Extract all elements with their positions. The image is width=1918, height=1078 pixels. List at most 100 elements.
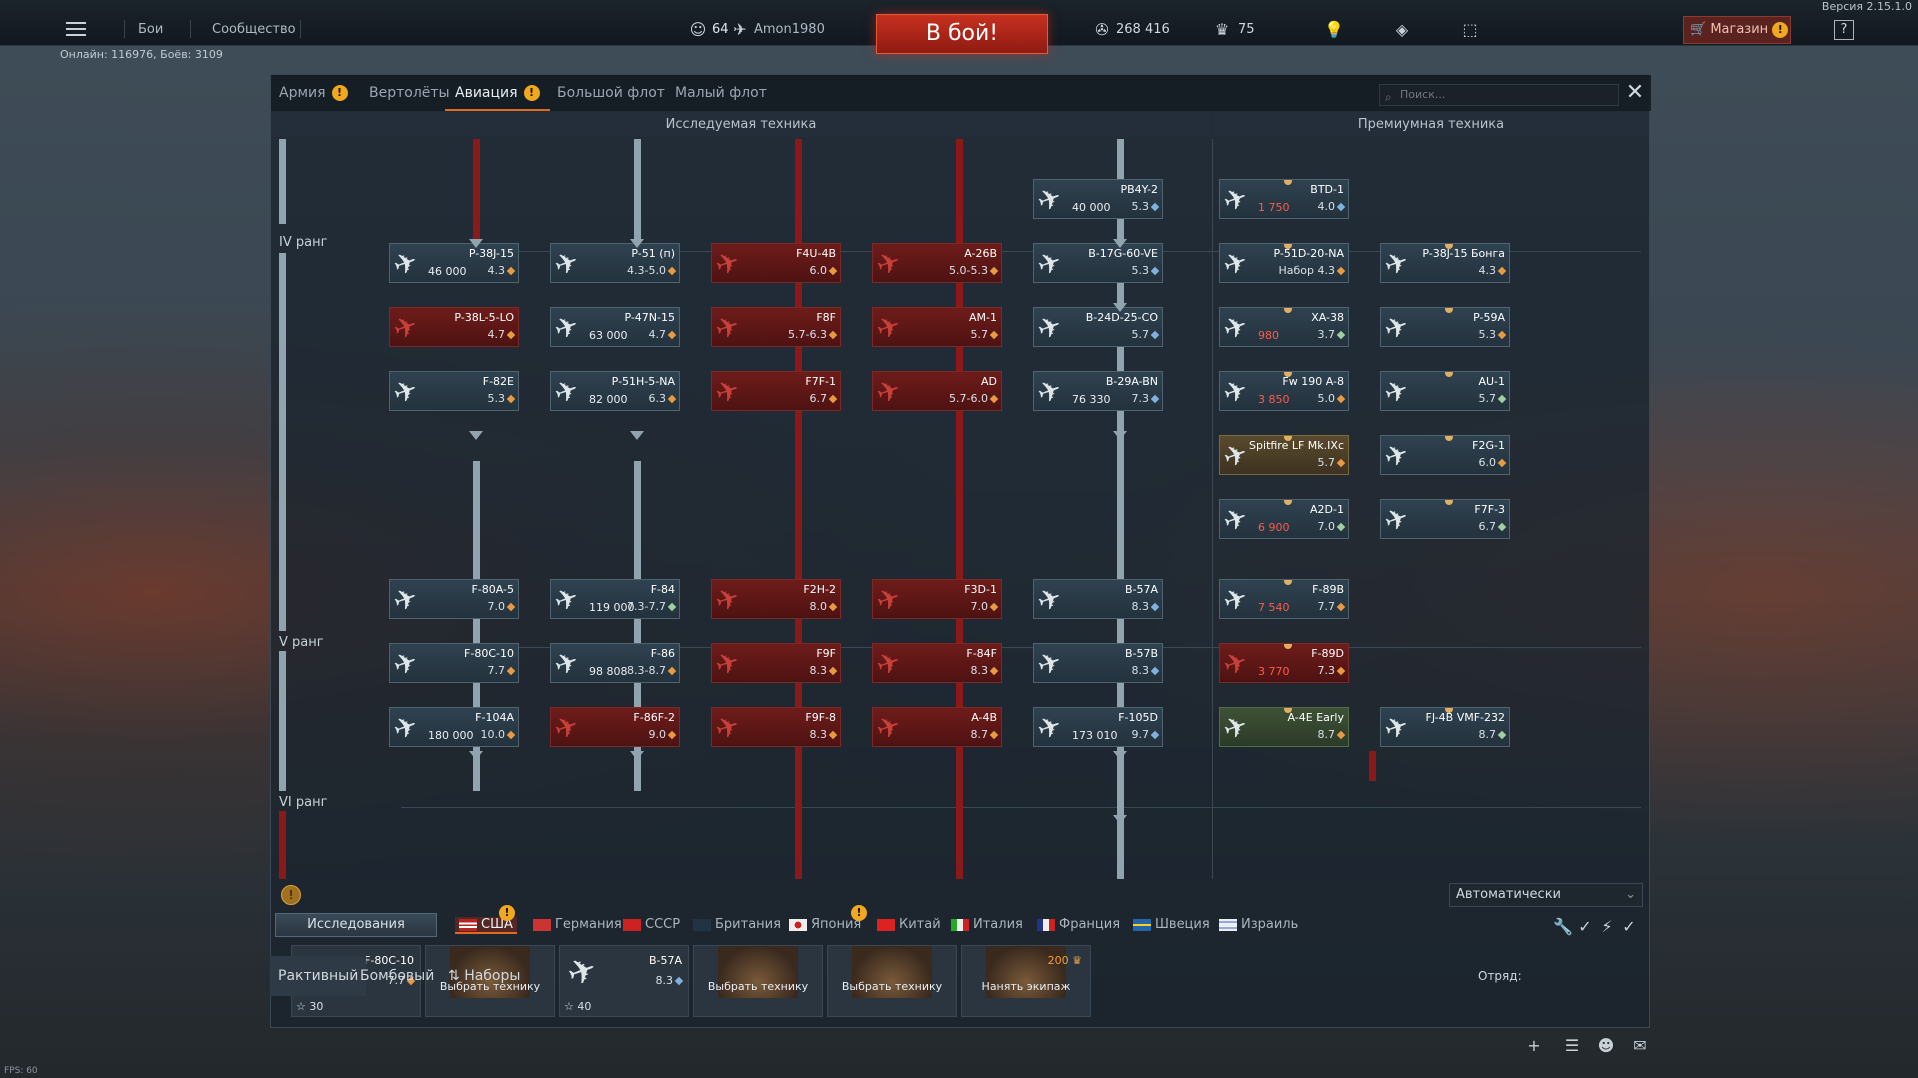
nation-tab-japan[interactable]: Япония <box>789 917 861 932</box>
add-squad-icon[interactable]: + <box>1527 1036 1541 1055</box>
unlock-badge-icon[interactable]: ! <box>281 885 301 905</box>
check-icon[interactable]: ✓ <box>1578 917 1592 936</box>
crew-slot[interactable]: Выбрать технику <box>827 945 957 1017</box>
shop-button[interactable]: 🛒 Магазин ! <box>1683 16 1791 44</box>
tab-helicopters[interactable]: Вертолёты <box>369 85 450 101</box>
battles-menu[interactable]: Бои <box>138 22 164 37</box>
coupon-icon[interactable]: ⬚ <box>1462 20 1478 39</box>
close-button[interactable]: ✕ <box>1625 80 1645 105</box>
search-input[interactable]: ⌕ Поиск... <box>1379 84 1619 106</box>
tab-army[interactable]: Армия! <box>279 75 348 111</box>
nation-tab-italy[interactable]: Италия <box>951 917 1023 932</box>
battle-rating: 7.0 <box>488 600 516 613</box>
tab-aviation[interactable]: Авиация! <box>445 75 550 111</box>
presets-button[interactable]: ⇅ Наборы <box>448 968 521 984</box>
nation-tab-israel[interactable]: Израиль <box>1219 917 1298 932</box>
nation-tab-germany[interactable]: Германия <box>533 917 622 932</box>
check-all-icon[interactable]: ✓ <box>1622 917 1636 936</box>
hint-lightbulb-icon[interactable]: 💡 <box>1324 20 1344 39</box>
aircraft-icon: ✈ <box>550 372 584 411</box>
nation-tab-france[interactable]: Франция <box>1037 917 1120 932</box>
battle-rating: 5.3 <box>1479 328 1507 341</box>
profile-avatar-icon[interactable]: ☺ <box>689 20 707 39</box>
preset-tab-jet[interactable]: Рактивный <box>270 956 367 996</box>
crew-slot[interactable]: Выбрать технику <box>693 945 823 1017</box>
list-icon[interactable]: ☰ <box>1564 1036 1580 1055</box>
tab-coastal-fleet[interactable]: Малый флот <box>675 85 767 101</box>
wrench-icon[interactable]: 🔧 <box>1553 917 1573 936</box>
repair-all-icon[interactable]: ⚡ <box>1601 917 1613 936</box>
mail-icon[interactable]: ✉ <box>1633 1036 1647 1055</box>
nation-tab-china[interactable]: Китай <box>877 917 941 932</box>
preset-tab-bomber[interactable]: Бомбовый <box>360 968 435 984</box>
crew-slot[interactable]: ✈ B-57A 8.3 ☆ 40 <box>559 945 689 1017</box>
menu-icon[interactable] <box>66 22 86 36</box>
contacts-icon[interactable]: ☻ <box>1597 1036 1615 1055</box>
vehicle-card[interactable]: ✈P-51 (п)4.3-5.0 <box>550 243 680 283</box>
vehicle-name: F-84F <box>966 647 997 660</box>
tab-bluewater-fleet[interactable]: Большой флот <box>557 85 665 101</box>
research-button[interactable]: Исследования <box>275 913 437 937</box>
nation-tab-britain[interactable]: Британия <box>693 917 781 932</box>
battle-rating: 7.0 <box>1318 520 1346 533</box>
auto-select-dropdown[interactable]: Автоматически ⌄ <box>1449 883 1643 907</box>
vehicle-name: A-4B <box>971 711 997 724</box>
help-button[interactable]: ? <box>1834 20 1854 40</box>
crew-slot[interactable]: 200 ♛ Нанять экипаж <box>961 945 1091 1017</box>
nation-tab-ussr[interactable]: СССР <box>623 917 680 932</box>
community-menu[interactable]: Сообщество <box>212 22 296 37</box>
player-nickname[interactable]: Amon1980 <box>754 22 825 37</box>
nation-tab-sweden[interactable]: Швеция <box>1133 917 1210 932</box>
marketplace-icon[interactable]: ◈ <box>1395 20 1409 39</box>
battle-rating: 6.7 <box>810 392 838 405</box>
crew-slot[interactable]: Выбрать технику <box>425 945 555 1017</box>
to-battle-button[interactable]: В бой! <box>876 14 1048 54</box>
aircraft-icon: ✈ <box>1219 244 1253 283</box>
